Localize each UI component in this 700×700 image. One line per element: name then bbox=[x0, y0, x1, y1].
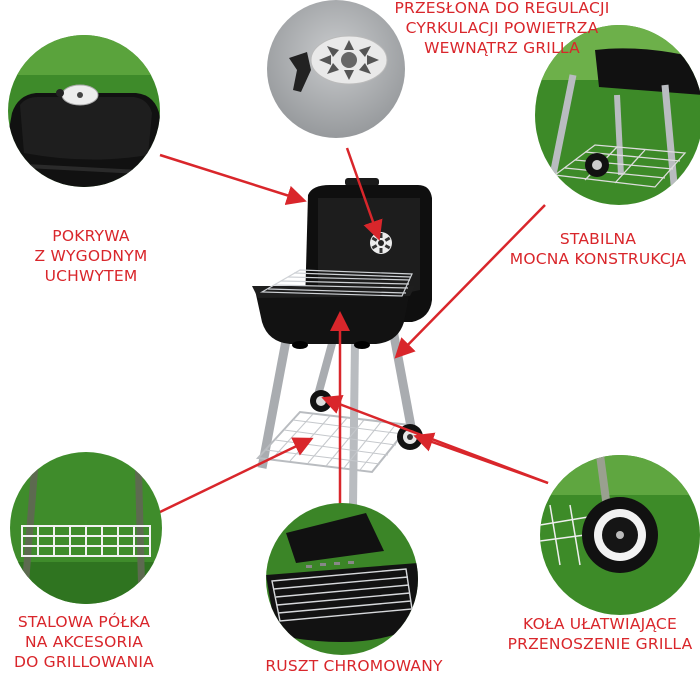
grill-leg-front bbox=[314, 338, 337, 397]
label-lid-line1: POKRYWA bbox=[52, 227, 130, 245]
label-shelf-line1: STALOWA PÓŁKA bbox=[17, 613, 151, 631]
wheel-closeup-photo bbox=[540, 455, 700, 615]
label-wheels: KOŁA UŁATWIAJĄCE PRZENOSZENIE GRILLA bbox=[500, 614, 700, 654]
air-vent-icon bbox=[370, 232, 392, 254]
label-wheels-line2: PRZENOSZENIE GRILLA bbox=[507, 635, 693, 653]
label-shelf-line3: DO GRILLOWANIA bbox=[14, 653, 154, 671]
label-lid-line3: UCHWYTEM bbox=[44, 267, 138, 285]
callout-arrows bbox=[159, 147, 549, 515]
wheel-icon bbox=[582, 497, 658, 573]
label-grate: RUSZT CHROMOWANY bbox=[260, 656, 448, 676]
label-stable: STABILNA MOCNA KONSTRUKCJA bbox=[500, 229, 696, 269]
label-grate-line1: RUSZT CHROMOWANY bbox=[265, 657, 443, 675]
label-vent-line1: PRZESŁONA DO REGULACJI bbox=[394, 0, 610, 17]
label-shelf-line2: NA AKCESORIA bbox=[24, 633, 144, 651]
arrow-wheel-left bbox=[321, 394, 549, 485]
air-vent-icon bbox=[61, 84, 99, 106]
grate-closeup-photo bbox=[266, 503, 418, 655]
arrow-stable bbox=[394, 204, 546, 359]
grill-leg-back bbox=[349, 339, 359, 506]
label-wheels-line1: KOŁA UŁATWIAJĄCE bbox=[523, 615, 677, 633]
label-lid-line2: Z WYGODNYM bbox=[34, 247, 148, 265]
lid-closeup-photo bbox=[8, 35, 160, 187]
arrow-lid bbox=[159, 153, 307, 206]
label-vent: PRZESŁONA DO REGULACJI CYRKULACJI POWIET… bbox=[388, 0, 616, 58]
label-shelf: STALOWA PÓŁKA NA AKCESORIA DO GRILLOWANI… bbox=[0, 612, 168, 672]
chrome-grate bbox=[259, 269, 413, 297]
arrow-shelf bbox=[159, 437, 314, 514]
shelf-closeup-photo bbox=[10, 452, 162, 604]
label-stable-line1: STABILNA bbox=[559, 230, 637, 248]
vent-closeup-photo bbox=[267, 0, 405, 138]
label-stable-line2: MOCNA KONSTRUKCJA bbox=[509, 250, 687, 268]
label-lid: POKRYWA Z WYGODNYM UCHWYTEM bbox=[16, 226, 166, 286]
arrow-vent bbox=[345, 147, 383, 241]
grill-leg-left bbox=[257, 329, 293, 469]
label-vent-line2: CYRKULACJI POWIETRZA bbox=[405, 19, 599, 37]
label-vent-line3: WEWNĄTRZ GRILLA bbox=[424, 39, 580, 57]
construction-closeup-photo bbox=[535, 25, 700, 205]
